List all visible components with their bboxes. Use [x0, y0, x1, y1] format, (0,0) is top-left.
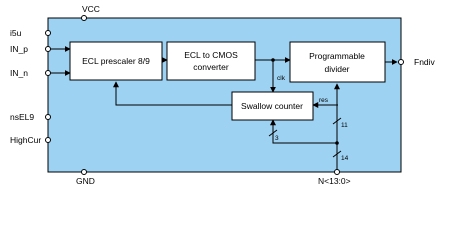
clk-label: clk — [277, 75, 286, 82]
converter-block — [166, 41, 256, 81]
converter-label-line2: converter — [193, 62, 229, 72]
bus-width-11-label: 11 — [341, 122, 348, 129]
divider-label-line1: Programmable — [309, 51, 365, 61]
bus-junction — [335, 141, 339, 145]
bus-slash-11 — [332, 117, 342, 125]
converter-label-line1: ECL to CMOS — [184, 50, 238, 60]
divider-block — [289, 41, 386, 83]
chip-body — [47, 17, 402, 173]
block-diagram: VCC i5u IN_p IN_n nsEL9 HighCur Fndiv GN… — [10, 4, 436, 186]
res-label: res — [319, 97, 329, 104]
prescaler-block — [69, 41, 163, 81]
pin-bus-label: N<13:0> — [318, 176, 351, 186]
pin-in-n-label: IN_n — [10, 68, 28, 78]
wire-swallow-to-prescaler — [113, 81, 232, 106]
pin-highcur-label: HighCur — [10, 135, 41, 145]
bus-width-3-label: 3 — [275, 135, 279, 142]
bus-slash-3 — [268, 129, 278, 137]
pin-nsel9-label: nsEL9 — [10, 112, 34, 122]
swallow-counter-block — [231, 91, 314, 121]
pin-vcc-label: VCC — [82, 4, 100, 14]
pin-i5u-label: i5u — [10, 28, 22, 38]
wire-bus-to-swallow — [270, 119, 337, 144]
pin-fndiv-label: Fndiv — [414, 57, 436, 67]
divider-label-line2: divider — [324, 64, 349, 74]
pin-in-p-label: IN_p — [10, 44, 28, 54]
prescaler-label: ECL prescaler 8/9 — [82, 56, 150, 66]
bus-slash-14 — [332, 150, 342, 158]
swallow-counter-label: Swallow counter — [241, 101, 303, 111]
bus-width-14-label: 14 — [341, 155, 349, 162]
pin-gnd-label: GND — [76, 176, 95, 186]
clk-junction — [271, 58, 275, 62]
